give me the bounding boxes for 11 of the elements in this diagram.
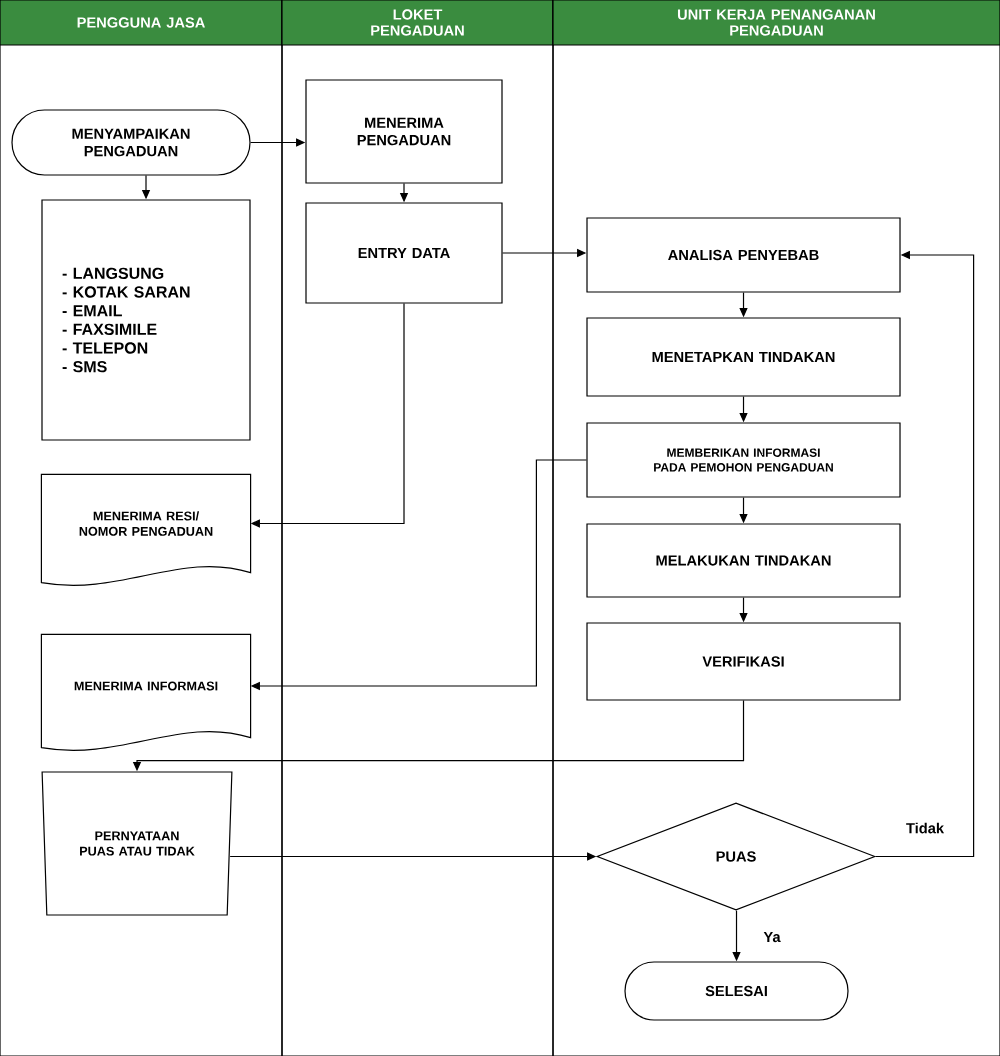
process-box: MELAKUKAN TINDAKAN: [586, 523, 901, 598]
terminal-box: SELESAI: [624, 961, 849, 1021]
process-box: - LANGSUNG - KOTAK SARAN - EMAIL - FAXSIMILE - TELEPON - SMS: [41, 199, 251, 441]
edge-label: Tidak: [904, 821, 946, 835]
process-box: ANALISA PENYEBAB: [586, 217, 901, 293]
process-box: MENETAPKAN TINDAKAN: [586, 317, 901, 397]
process-box: VERIFIKASI: [586, 622, 901, 701]
terminal-box: MENYAMPAIKAN PENGADUAN: [11, 109, 251, 176]
process-box: MENERIMA PENGADUAN: [305, 79, 503, 184]
process-box: MEMBERIKAN INFORMASI PADA PEMOHON PENGADUAN: [586, 422, 901, 498]
process-box: ENTRY DATA: [305, 202, 503, 304]
